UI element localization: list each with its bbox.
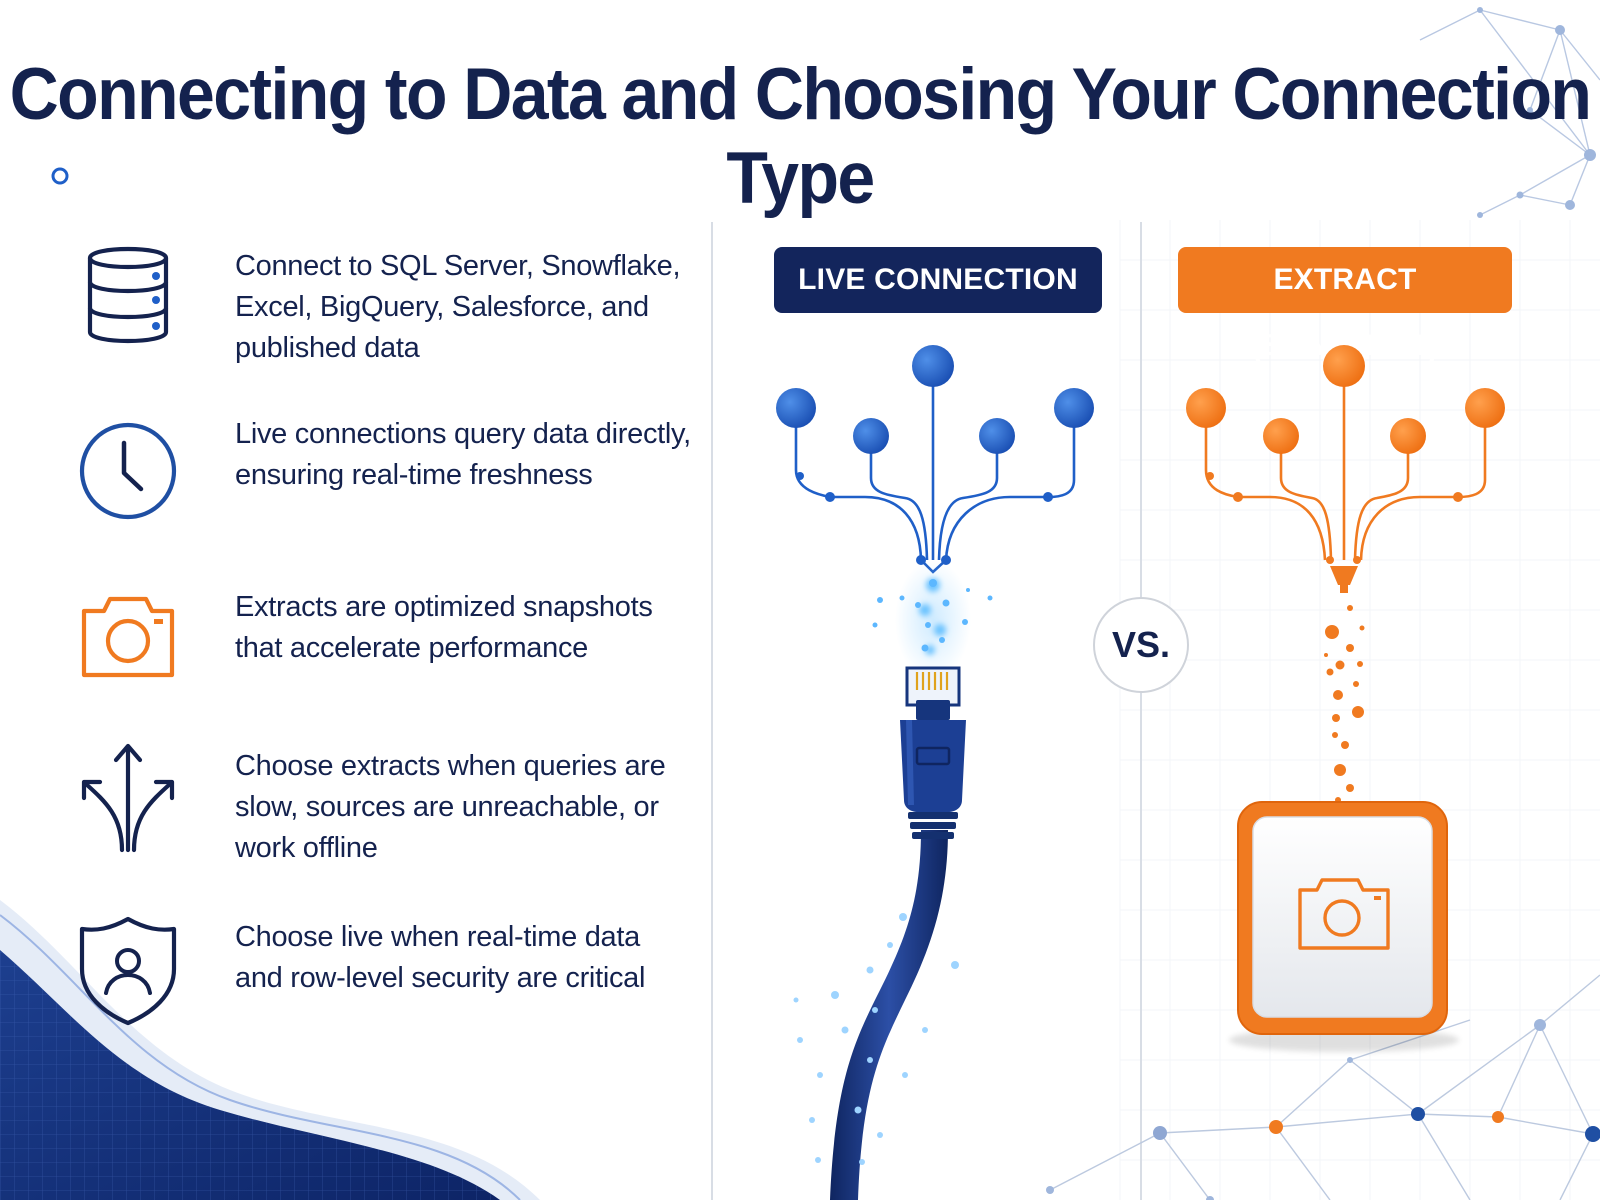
ethernet-cable-icon — [830, 666, 966, 1200]
clock-icon — [79, 422, 177, 520]
split-arrows-icon — [81, 743, 175, 853]
camera-icon — [81, 596, 175, 678]
extract-data-tree — [1204, 366, 1487, 561]
extract-data-stream — [1324, 566, 1365, 815]
feature-text: Connect to SQL Server, Snowflake, Excel,… — [235, 250, 681, 364]
snapshot-camera-icon — [1298, 878, 1390, 950]
live-data-stream — [872, 560, 993, 680]
feature-text: Extracts are optimized snapshots that ac… — [235, 591, 653, 664]
extract-data-nodes — [1186, 345, 1505, 564]
network-top-right — [1419, 7, 1600, 218]
live-connection-label: LIVE CONNECTION — [774, 247, 1102, 313]
feature-text: Choose extracts when queries are slow, s… — [235, 750, 666, 864]
feature-text: Choose live when real-time data and row-… — [235, 921, 646, 994]
page-title: Connecting to Data and Choosing Your Con… — [9, 53, 1592, 220]
bottom-left-wave — [0, 900, 540, 1200]
live-data-nodes — [776, 345, 1094, 565]
database-icon — [87, 246, 169, 344]
versus-badge: VS. — [1093, 597, 1189, 693]
cable-sparkles — [793, 913, 959, 1165]
shield-user-icon — [79, 916, 177, 1026]
title-underline — [51, 167, 1600, 185]
live-data-tree — [794, 366, 1076, 574]
feature-text: Live connections query data directly, en… — [235, 418, 691, 491]
extract-snapshot-label: EXTRACT (SNAPSHOT) — [1178, 247, 1512, 362]
snapshot-box — [1229, 801, 1459, 1052]
network-bottom-right — [1046, 974, 1600, 1200]
